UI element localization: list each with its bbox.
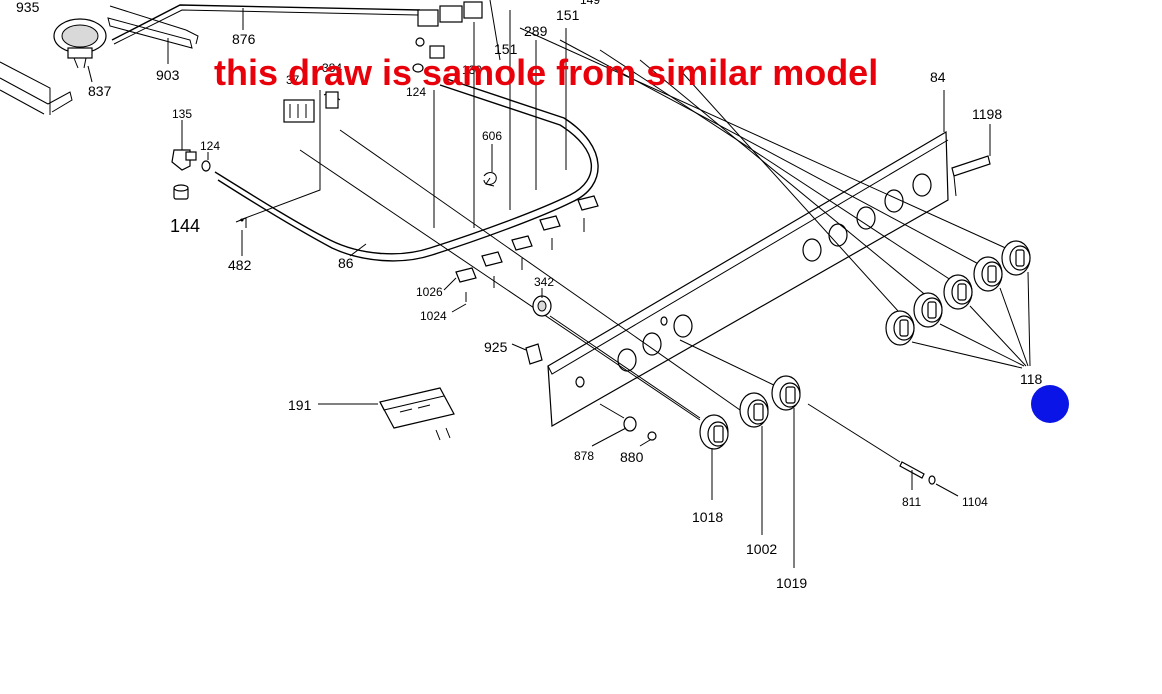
label-118: 118 — [1020, 371, 1043, 387]
nut-880 — [647, 431, 657, 441]
thermostat-837 — [53, 18, 107, 69]
knob[interactable] — [943, 274, 973, 310]
label-342: 342 — [534, 275, 554, 289]
label-880: 880 — [620, 449, 644, 465]
elbow-fitting-135 — [171, 149, 197, 171]
label-811: 811 — [902, 495, 921, 509]
label-1024: 1024 — [420, 309, 447, 323]
label-837: 837 — [88, 83, 112, 99]
label-1018: 1018 — [692, 509, 723, 525]
clip-482 — [235, 217, 247, 228]
brackets-1026 — [455, 195, 599, 283]
label-135: 135 — [172, 107, 192, 121]
control-panel-84 — [547, 130, 949, 427]
label-84: 84 — [930, 69, 946, 85]
knob-1018[interactable] — [699, 414, 729, 500]
knob-group-118 — [885, 240, 1031, 369]
label-289: 289 — [524, 23, 548, 39]
switch-384 — [325, 91, 339, 109]
label-37: 37 — [286, 73, 300, 87]
blue-marker-dot — [1031, 385, 1069, 423]
label-1026: 1026 — [416, 285, 443, 299]
label-144: 144 — [170, 216, 200, 236]
label-1104: 1104 — [962, 495, 988, 509]
switch-925 — [511, 343, 543, 365]
cap-144 — [173, 184, 189, 200]
label-1019: 1019 — [776, 575, 807, 591]
label-876: 876 — [232, 31, 256, 47]
part-878 — [591, 416, 637, 447]
label-878: 878 — [574, 449, 594, 463]
label-935: 935 — [16, 0, 40, 15]
knob[interactable] — [1001, 240, 1031, 276]
label-606: 606 — [482, 129, 502, 143]
knob[interactable] — [885, 310, 915, 346]
sample-disclaimer-banner: this draw is samole from similar model — [214, 52, 878, 93]
terminal-block-37 — [283, 99, 315, 123]
rod-1198 — [951, 155, 991, 197]
knob-1019[interactable] — [771, 375, 801, 568]
label-151: 151 — [494, 41, 518, 57]
label-1198: 1198 — [972, 106, 1002, 122]
gas-pipe-876 — [111, 4, 421, 41]
ignition-module-191 — [318, 387, 455, 441]
label-482: 482 — [228, 257, 252, 273]
knob[interactable] — [913, 292, 943, 328]
label-191: 191 — [288, 397, 312, 413]
gas-valves — [412, 1, 483, 73]
label-903: 903 — [156, 67, 180, 83]
igniter-342 — [532, 295, 552, 317]
label-149: 149 — [580, 0, 600, 7]
label-124-b: 124 — [200, 139, 220, 153]
label-925: 925 — [484, 339, 508, 355]
label-384: 384 — [322, 61, 342, 75]
knob-1002[interactable] — [739, 392, 769, 535]
knob[interactable] — [973, 256, 1003, 292]
side-rail-left — [0, 61, 73, 115]
screws-1024 — [465, 218, 585, 302]
label-86: 86 — [338, 255, 354, 271]
manifold-tube-86 — [214, 77, 599, 262]
pin-811 — [899, 461, 959, 497]
label-130: 130 — [462, 63, 482, 77]
washer-124 — [201, 160, 211, 172]
label-1002: 1002 — [746, 541, 777, 557]
label-124: 124 — [406, 85, 426, 99]
label-151-top: 151 — [556, 7, 580, 23]
rail-903 — [107, 5, 199, 49]
